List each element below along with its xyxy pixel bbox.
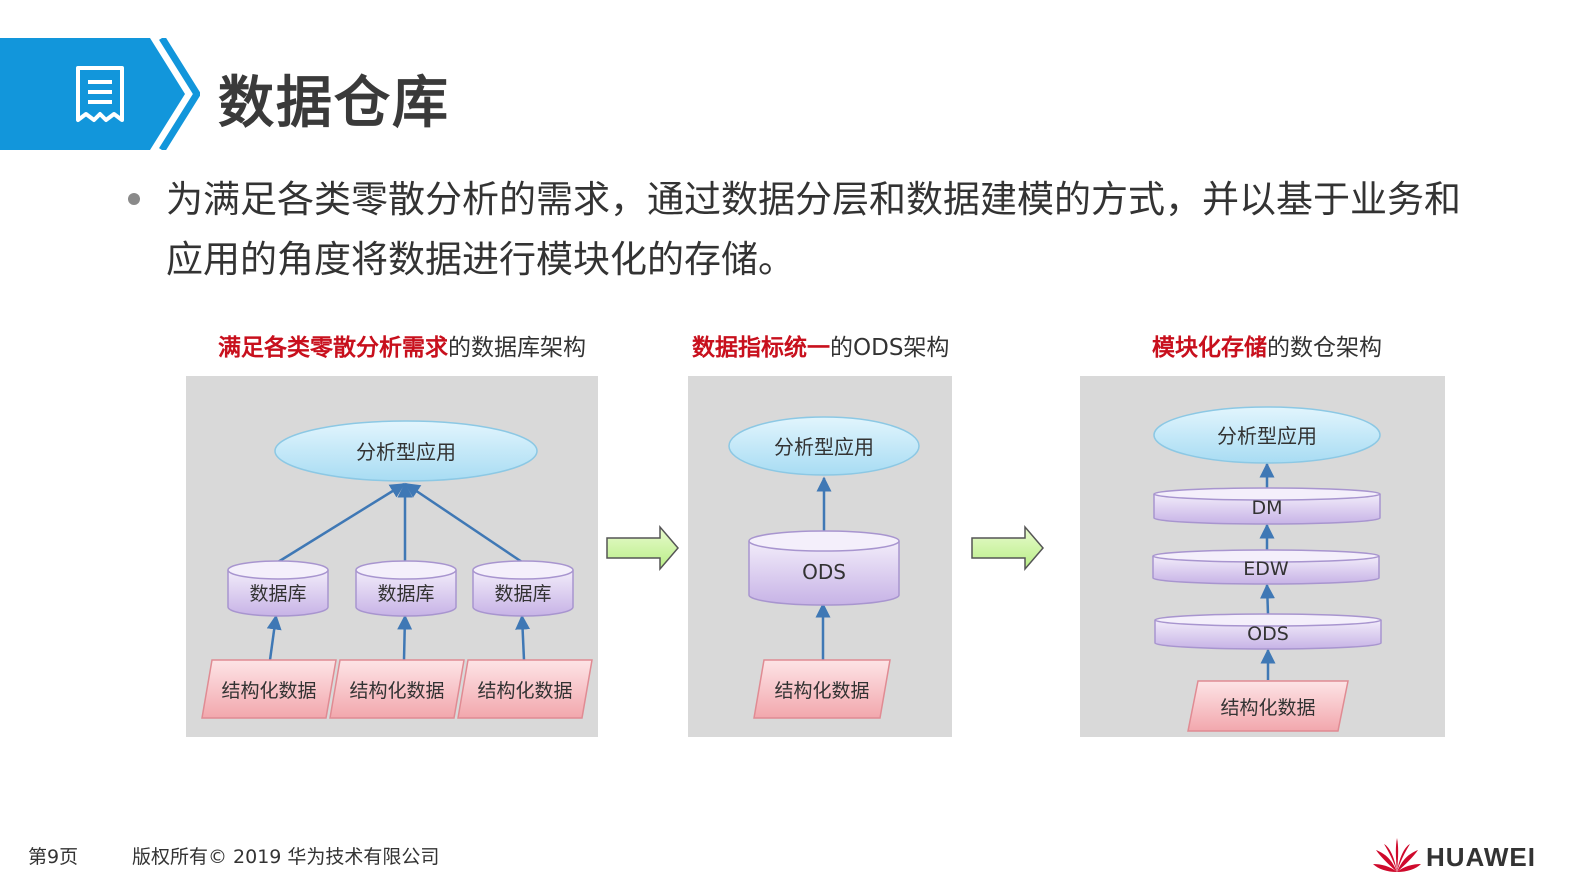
caption-highlight: 数据指标统一 xyxy=(692,335,830,361)
transition-arrow xyxy=(971,524,1044,572)
database-cylinder: 数据库 xyxy=(355,560,457,617)
layer-label: EDW xyxy=(1243,558,1289,580)
structured-data-source: 结构化数据 xyxy=(1187,680,1349,732)
edw-layer-cylinder: EDW xyxy=(1152,549,1380,585)
bullet-dot xyxy=(128,193,140,205)
layer-label: ODS xyxy=(1247,623,1289,645)
connector-lines xyxy=(1259,462,1276,680)
copyright-text: 版权所有© 2019 华为技术有限公司 xyxy=(132,846,440,868)
caption-highlight: 满足各类零散分析需求 xyxy=(218,335,448,361)
caption-warehouse-architecture: 模块化存储的数仓架构 xyxy=(1152,328,1382,362)
document-icon xyxy=(76,66,124,122)
header-banner xyxy=(0,38,200,150)
caption-highlight: 模块化存储 xyxy=(1152,335,1267,361)
analytics-app-node: 分析型应用 xyxy=(274,420,538,482)
source-label: 结构化数据 xyxy=(774,680,869,702)
layer-label: DM xyxy=(1251,497,1282,519)
database-label: 数据库 xyxy=(249,583,306,605)
ods-layer-cylinder: ODS xyxy=(1154,613,1382,650)
huawei-logo-icon xyxy=(1373,838,1421,872)
structured-data-source: 结构化数据 xyxy=(201,659,337,719)
structured-data-source: 结构化数据 xyxy=(329,659,465,719)
ods-label: ODS xyxy=(802,560,846,584)
node-label: 分析型应用 xyxy=(1217,424,1317,448)
caption-rest: 的数据库架构 xyxy=(448,335,586,361)
brand-name: HUAWEI xyxy=(1426,842,1536,872)
dm-layer-cylinder: DM xyxy=(1153,487,1381,525)
source-label: 结构化数据 xyxy=(1220,697,1315,719)
source-label: 结构化数据 xyxy=(221,680,316,702)
connector-lines xyxy=(266,482,531,661)
transition-arrow xyxy=(606,524,679,572)
database-cylinder: 数据库 xyxy=(227,560,329,617)
page-number: 第9页 xyxy=(28,846,79,868)
structured-data-source: 结构化数据 xyxy=(457,659,593,719)
caption-database-architecture: 满足各类零散分析需求的数据库架构 xyxy=(218,328,586,362)
database-label: 数据库 xyxy=(494,583,551,605)
caption-rest: 的ODS架构 xyxy=(830,335,950,361)
node-label: 分析型应用 xyxy=(774,435,874,459)
analytics-app-node: 分析型应用 xyxy=(728,416,920,476)
page-title: 数据仓库 xyxy=(218,71,450,136)
node-label: 分析型应用 xyxy=(356,440,456,464)
caption-ods-architecture: 数据指标统一的ODS架构 xyxy=(692,328,949,362)
database-label: 数据库 xyxy=(377,583,434,605)
bullet-text: 为满足各类零散分析的需求，通过数据分层和数据建模的方式，并以基于业务和应用的角度… xyxy=(166,178,1461,281)
analytics-app-node: 分析型应用 xyxy=(1153,406,1381,464)
database-cylinder: 数据库 xyxy=(472,560,574,617)
structured-data-source: 结构化数据 xyxy=(753,659,891,719)
source-label: 结构化数据 xyxy=(349,680,444,702)
connector-lines xyxy=(815,476,832,660)
ods-cylinder: ODS xyxy=(748,530,900,606)
source-label: 结构化数据 xyxy=(477,680,572,702)
caption-rest: 的数仓架构 xyxy=(1267,335,1382,361)
